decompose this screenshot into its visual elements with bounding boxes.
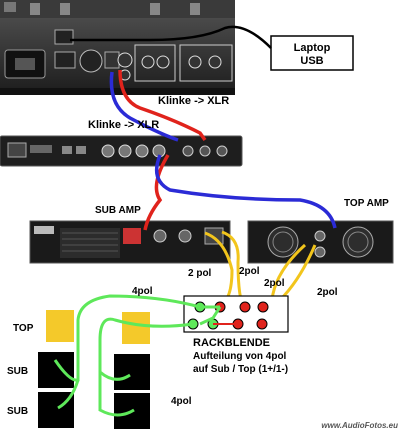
cable-green-3 bbox=[98, 317, 194, 381]
speaker-label-sub-2: SUB bbox=[7, 406, 28, 417]
cable-green-2 bbox=[57, 379, 80, 410]
sub-amp bbox=[29, 220, 231, 264]
label-2pol-left: 2 pol bbox=[188, 268, 212, 279]
rackblende-title: RACKBLENDE bbox=[193, 337, 270, 349]
cable-red-lower bbox=[143, 154, 170, 231]
label-2pol-right-upper: 2pol bbox=[264, 278, 285, 289]
rackblende-desc-line2: Aufteilung von 4pol bbox=[193, 351, 287, 362]
dj-mixer bbox=[0, 0, 235, 95]
cable-red bbox=[118, 69, 207, 142]
label-2pol-center: 2pol bbox=[239, 266, 260, 277]
label-4pol-upper: 4pol bbox=[132, 286, 153, 297]
cable-blue-lower bbox=[154, 154, 337, 229]
cable-green-4 bbox=[98, 372, 135, 417]
label-klinke-xlr-lower: Klinke -> XLR bbox=[88, 119, 159, 131]
rack-processor bbox=[0, 135, 243, 167]
cable-blue bbox=[109, 71, 179, 142]
rackblende-panel bbox=[183, 295, 289, 333]
speaker-label-sub-1: SUB bbox=[7, 366, 28, 377]
laptop-label: Laptop bbox=[294, 42, 331, 54]
top-amp bbox=[247, 220, 394, 264]
speaker-label-top: TOP bbox=[13, 323, 34, 334]
laptop-box: Laptop USB bbox=[270, 35, 354, 71]
label-sub-amp: SUB AMP bbox=[95, 205, 141, 216]
label-klinke-xlr-upper: Klinke -> XLR bbox=[158, 95, 229, 107]
label-top-amp: TOP AMP bbox=[344, 198, 389, 209]
cable-green-1 bbox=[53, 294, 201, 382]
watermark: www.AudioFotos.eu bbox=[321, 421, 398, 430]
usb-cable bbox=[70, 25, 272, 49]
label-2pol-right-lower: 2pol bbox=[317, 287, 338, 298]
laptop-usb-label: USB bbox=[300, 55, 323, 67]
rackblende-desc-line3: auf Sub / Top (1+/1-) bbox=[193, 364, 288, 375]
label-4pol-lower: 4pol bbox=[171, 396, 192, 407]
speaker-stack-left bbox=[38, 310, 74, 428]
speaker-stack-right bbox=[114, 312, 150, 429]
